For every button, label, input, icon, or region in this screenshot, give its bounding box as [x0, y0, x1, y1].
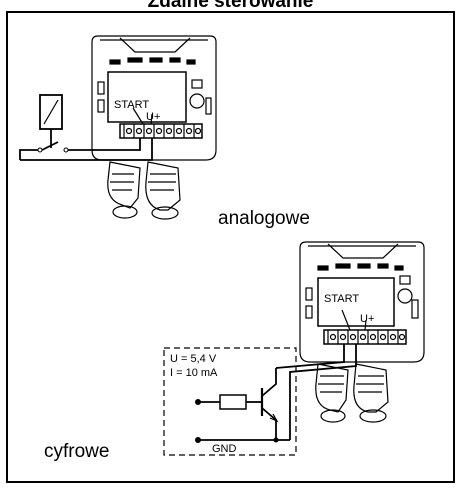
- start-label-analog: START: [114, 99, 149, 111]
- analog-switch-circuit: [19, 94, 153, 161]
- digital-circuit: [163, 344, 357, 456]
- uplus-label-digital: U+: [360, 313, 374, 325]
- device-digital: [299, 241, 425, 423]
- uplus-label-analog: U+: [146, 111, 160, 123]
- voltage-label: U = 5,4 V: [170, 353, 217, 365]
- device-analog: [91, 35, 217, 220]
- analog-label: analogowe: [218, 208, 310, 229]
- diagram-frame: [6, 11, 455, 483]
- diagram-title: Zdalne sterowanie: [147, 0, 314, 12]
- start-label-digital: START: [324, 293, 359, 305]
- digital-label: cyfrowe: [44, 441, 110, 462]
- ground-label: GND: [212, 443, 237, 455]
- current-label: I = 10 mA: [170, 367, 218, 379]
